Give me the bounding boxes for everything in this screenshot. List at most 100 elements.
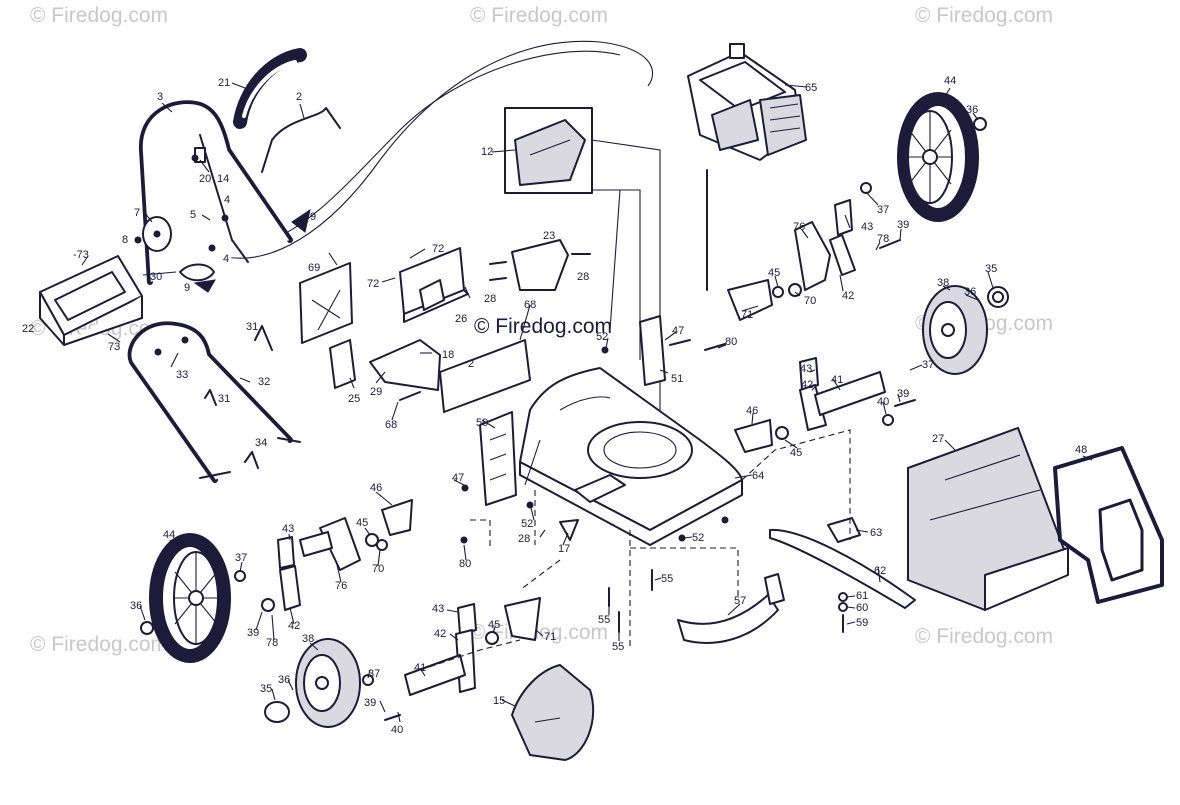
callout-26: 26 xyxy=(455,313,467,325)
callout-labels: 21 2 3 20 14 4 5 7 9 8 4 30 9 -73 22 73 … xyxy=(22,75,1087,736)
nut xyxy=(973,117,987,131)
callout-3: 3 xyxy=(157,91,163,103)
wheel-rear-left xyxy=(149,533,231,663)
hub-cap xyxy=(264,701,290,723)
callout-59: 59 xyxy=(856,617,868,629)
callout-37: 37 xyxy=(368,668,380,680)
upper-handle xyxy=(138,100,293,285)
bail-wire xyxy=(261,107,341,173)
callout-71: 71 xyxy=(544,631,556,643)
nut xyxy=(140,621,154,635)
callout-64: 64 xyxy=(752,470,764,482)
wire-clip xyxy=(254,325,273,351)
height-lever xyxy=(457,603,477,635)
clip-17 xyxy=(559,519,579,541)
bracket-23 xyxy=(511,239,569,291)
callout-78: 78 xyxy=(877,233,889,245)
callout-45: 45 xyxy=(488,619,500,631)
callout-37: 37 xyxy=(877,204,889,216)
baffle-68 xyxy=(439,339,531,413)
wire-clip xyxy=(204,389,217,406)
callout-41: 41 xyxy=(831,374,843,386)
selector-46 xyxy=(381,499,413,536)
callout-51: 51 xyxy=(671,373,683,385)
callout-68: 68 xyxy=(385,419,397,431)
bracket-25 xyxy=(329,339,356,389)
callout-80: 80 xyxy=(725,336,737,348)
callout-42: 42 xyxy=(288,620,300,632)
mulch-plug xyxy=(511,664,595,761)
callout-50: 50 xyxy=(476,417,488,429)
callout-35: 35 xyxy=(260,683,272,695)
callout-45: 45 xyxy=(356,517,368,529)
center-watermark: © Firedog.com xyxy=(474,315,613,338)
callout-23: 23 xyxy=(543,230,555,242)
callout-45: 45 xyxy=(768,267,780,279)
callout-73: 73 xyxy=(108,341,120,353)
callout-14: 14 xyxy=(217,173,229,185)
callout-52: 52 xyxy=(521,518,533,530)
callout-72: 72 xyxy=(367,278,379,290)
callout-28: 28 xyxy=(484,293,496,305)
watermark: © Firedog.com xyxy=(470,4,609,27)
callout-5: 5 xyxy=(190,209,196,221)
callout-42: 42 xyxy=(434,628,446,640)
height-lever xyxy=(834,199,853,236)
callout-70: 70 xyxy=(804,295,816,307)
callout-4: 4 xyxy=(223,253,229,265)
callout-47: 47 xyxy=(452,472,464,484)
callout-52: 52 xyxy=(596,331,608,343)
callout-37: 37 xyxy=(235,552,247,564)
control-box xyxy=(39,255,143,346)
callout-44: 44 xyxy=(944,75,956,87)
detail-box xyxy=(504,107,593,194)
callout-28: 28 xyxy=(577,271,589,283)
callout-25: 25 xyxy=(348,393,360,405)
callout-72: 72 xyxy=(432,243,444,255)
callout-65: 65 xyxy=(805,82,817,94)
callout-33: 33 xyxy=(176,369,188,381)
callout-46: 46 xyxy=(370,482,382,494)
callout-35: 35 xyxy=(985,263,997,275)
callout-9: 9 xyxy=(184,282,190,294)
callout-68: 68 xyxy=(524,299,536,311)
mower-deck xyxy=(519,367,743,546)
watermark: © Firedog.com xyxy=(30,633,169,656)
callout-36: 36 xyxy=(966,104,978,116)
baffle-29 xyxy=(369,339,441,391)
bracket-50 xyxy=(479,411,517,506)
callout-15: 15 xyxy=(493,695,505,707)
leader-lines xyxy=(81,82,1093,723)
handle-grip xyxy=(233,48,307,129)
callout-76: 76 xyxy=(335,580,347,592)
blade xyxy=(769,528,916,609)
callout-17: 17 xyxy=(558,543,570,555)
selector-71 xyxy=(504,597,541,641)
callout-34: 34 xyxy=(255,437,267,449)
handle-knob xyxy=(142,216,172,252)
callout-31: 31 xyxy=(246,321,258,333)
callout-2: 2 xyxy=(296,91,302,103)
watermark: © Firedog.com xyxy=(30,4,169,27)
callout-18: 18 xyxy=(442,349,454,361)
axle-41 xyxy=(814,371,886,416)
callout-29: 29 xyxy=(370,386,382,398)
grass-bag xyxy=(907,427,1069,611)
height-lever xyxy=(799,357,819,391)
lower-handle xyxy=(127,321,301,483)
callout-62: 62 xyxy=(874,565,886,577)
callout-43: 43 xyxy=(282,523,294,535)
callout-8: 8 xyxy=(122,234,128,246)
callout-2: 2 xyxy=(468,358,474,370)
callout-31: 31 xyxy=(218,393,230,405)
throttle-cable xyxy=(217,40,653,259)
callout-9: 9 xyxy=(310,211,316,223)
callout-28: 28 xyxy=(518,533,530,545)
axle-41 xyxy=(404,654,466,696)
adapter xyxy=(827,517,861,543)
callout-61: 61 xyxy=(856,590,868,602)
callout-48: 48 xyxy=(1075,444,1087,456)
callout-27: 27 xyxy=(932,433,944,445)
callout-52: 52 xyxy=(692,532,704,544)
wheel-rear-right xyxy=(897,92,979,222)
